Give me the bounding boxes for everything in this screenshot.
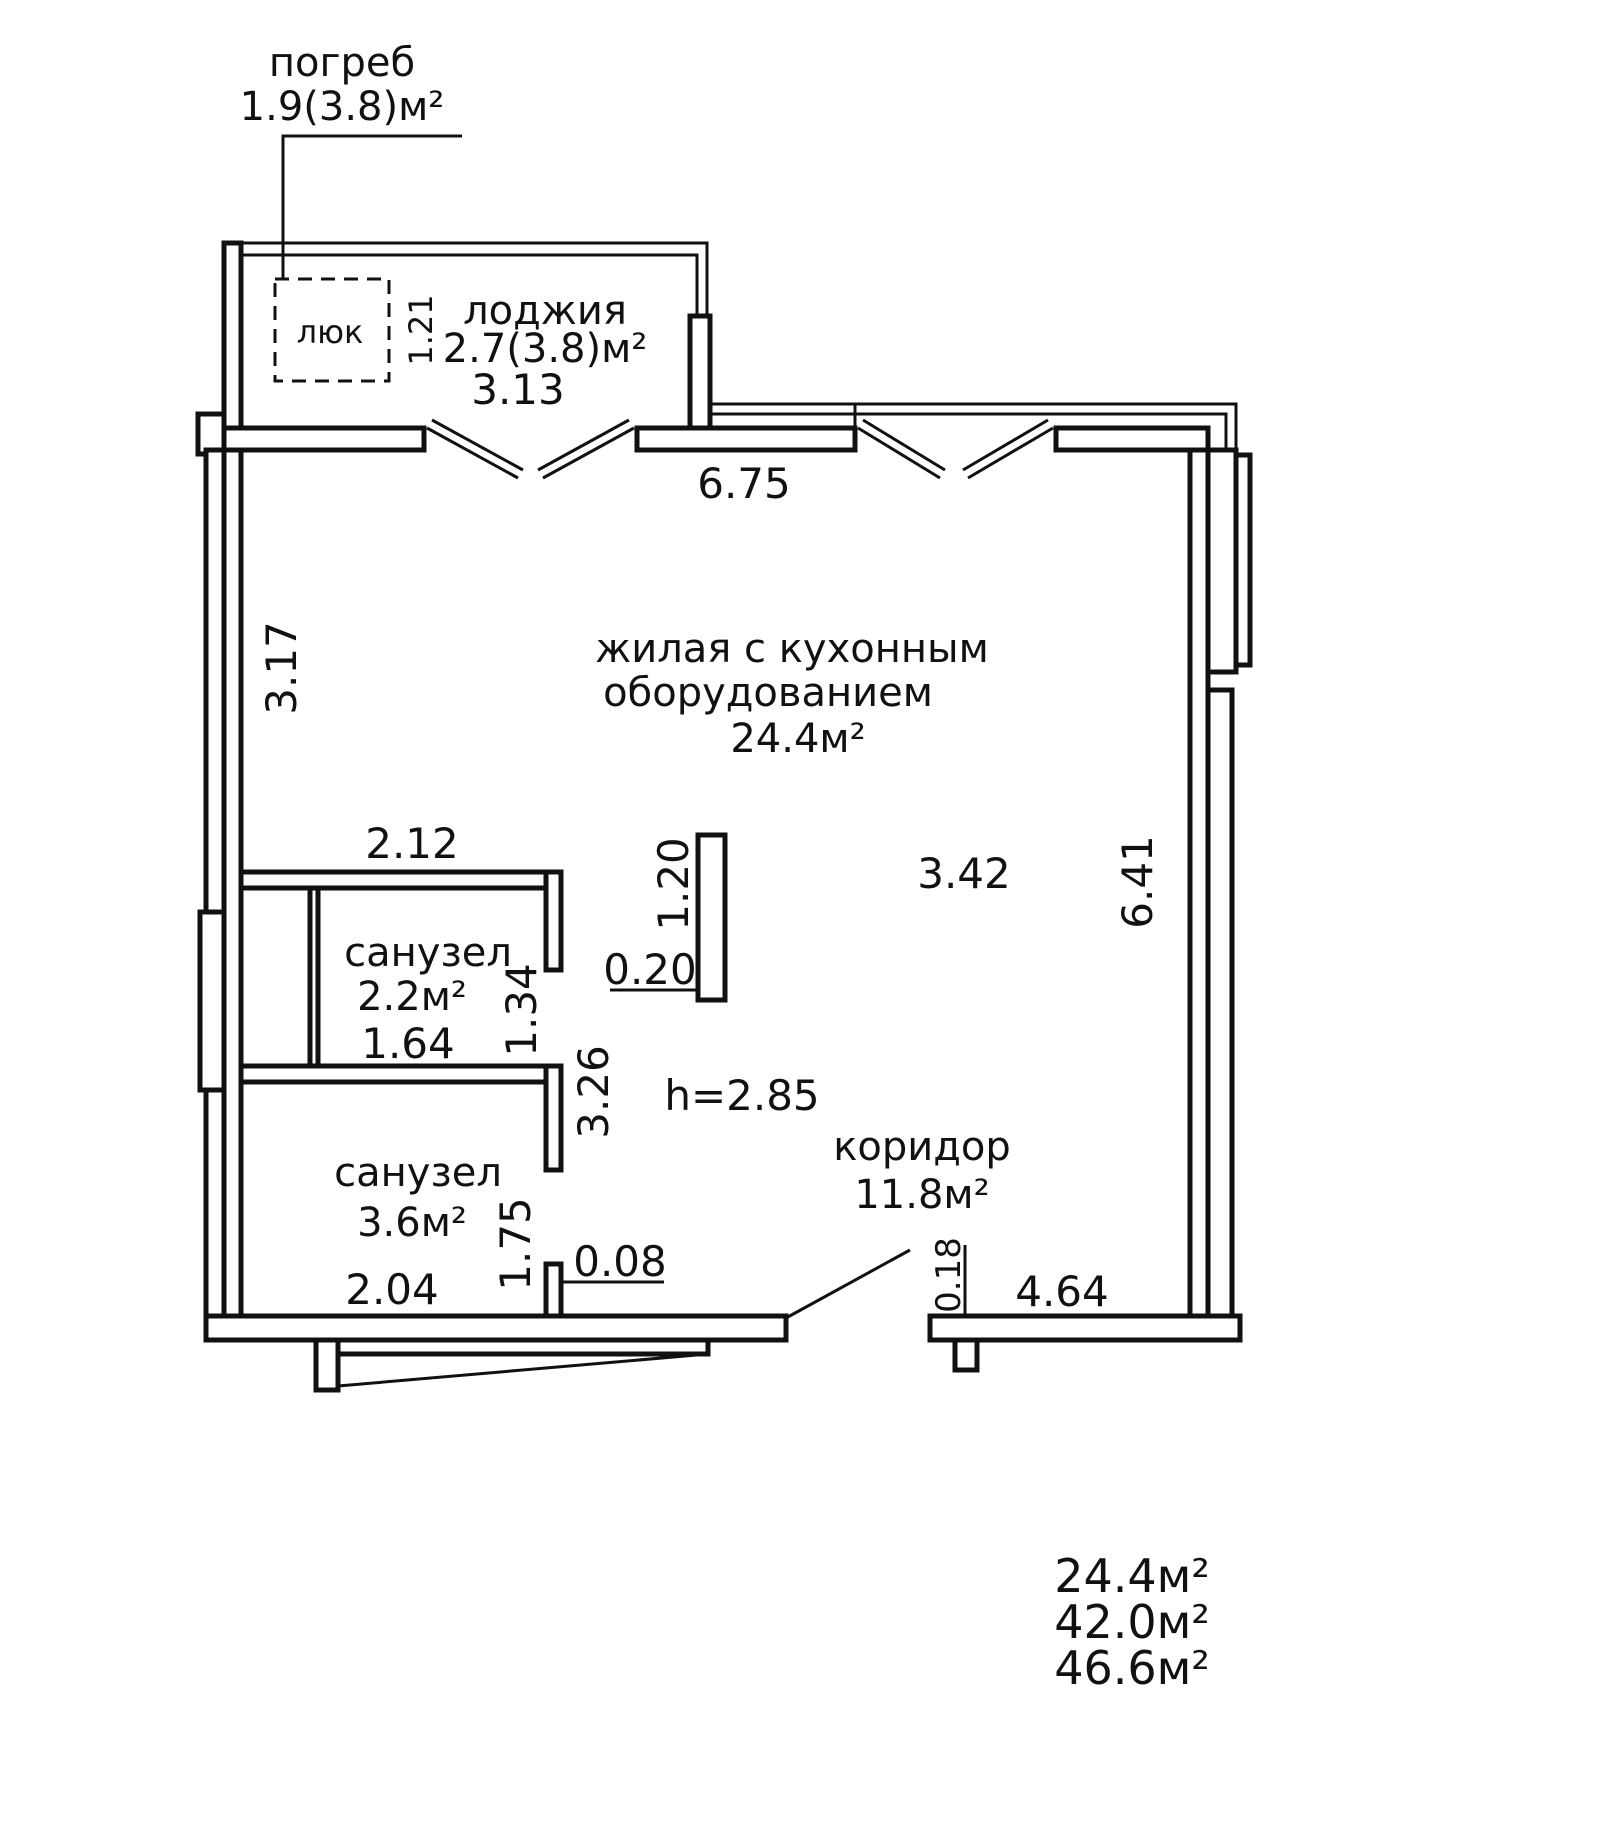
- bottom-outer-strip: [313, 1337, 711, 1357]
- bathroom-1-area: 2.2м²: [357, 974, 467, 1020]
- bathroom-1-inner-dim: 1.64: [361, 1019, 455, 1068]
- right-wall-window: [1233, 452, 1253, 668]
- total-area: 42.0м²: [1054, 1595, 1210, 1649]
- loggia-boundary: [222, 241, 709, 316]
- bathroom-2-door-jamb: [543, 1261, 564, 1319]
- pillar-height-dim: 1.20: [649, 837, 698, 931]
- living-name-line1: жилая с кухонным: [595, 626, 989, 672]
- bathroom-1-top-wall: [238, 869, 564, 891]
- bathroom-1-depth-dim: 1.34: [497, 963, 546, 1057]
- door-leaf: [857, 426, 941, 480]
- door-leaf: [962, 418, 1049, 472]
- top-wall-stub-left: [195, 411, 227, 457]
- door-leaf: [426, 426, 519, 480]
- right-height-dim: 6.41: [1113, 835, 1162, 929]
- corridor-area: 11.8м²: [854, 1172, 989, 1218]
- total-living-area: 24.4м²: [1054, 1549, 1210, 1603]
- living-name-line2: оборудованием: [603, 670, 933, 716]
- door-jamb-dim: 0.18: [929, 1237, 969, 1313]
- top-wall-middle: [634, 425, 858, 453]
- loggia-length-dim: 3.13: [471, 365, 565, 414]
- pillar: [695, 832, 728, 1003]
- left-wall: [221, 447, 244, 1331]
- cellar-area: 1.9(3.8)м²: [240, 84, 445, 130]
- bottom-wall-stub: [952, 1337, 980, 1373]
- loggia-partition-wall: [687, 313, 713, 431]
- pillar-width-dim: 0.20: [603, 945, 697, 994]
- total-area-with-loggia: 46.6м²: [1054, 1641, 1210, 1695]
- left-wall-window: [197, 909, 227, 1093]
- bottom-wall-left: [203, 1313, 789, 1343]
- wall-thickness-dim: 0.08: [573, 1237, 667, 1286]
- left-wall-outer: [203, 447, 227, 1331]
- loggia-name: лоджия: [463, 288, 627, 334]
- door-leaf: [862, 418, 946, 472]
- living-area: 24.4м²: [730, 716, 865, 762]
- bathroom-2-depth-dim: 1.75: [491, 1197, 540, 1291]
- right-wall-lower: [1205, 687, 1235, 1331]
- door-leaf: [431, 418, 524, 472]
- bath-block-dim: 3.26: [569, 1045, 618, 1139]
- right-wall: [1187, 447, 1211, 1331]
- bottom-wall-right: [927, 1313, 1243, 1343]
- center-width-dim: 3.42: [917, 849, 1011, 898]
- loggia-left-wall: [221, 240, 244, 431]
- top-wall-left: [195, 425, 427, 453]
- bathroom-dividing-wall: [238, 1063, 550, 1085]
- corridor-name: коридор: [833, 1124, 1011, 1170]
- ceiling-height: h=2.85: [664, 1071, 819, 1120]
- door-leaf: [967, 426, 1054, 480]
- loggia-depth-dim: 1.21: [402, 294, 440, 365]
- bathroom-1-partition: [307, 885, 321, 1069]
- right-wall-outer: [1205, 447, 1239, 675]
- left-upper-dim: 3.17: [257, 621, 306, 715]
- door-leaf: [542, 426, 635, 480]
- cellar-leader-line: [281, 134, 462, 280]
- hatch-outline: [273, 277, 391, 383]
- bathroom-1-width-dim: 2.12: [365, 819, 459, 868]
- bathroom-2-right-wall: [543, 1063, 564, 1173]
- top-wall-right: [1053, 425, 1211, 453]
- bathroom-2-area: 3.6м²: [357, 1200, 467, 1246]
- door-leaf: [537, 418, 630, 472]
- entry-width-dim: 4.64: [1015, 1267, 1109, 1316]
- bottom-outer-post: [313, 1337, 341, 1393]
- loggia-area: 2.7(3.8)м²: [443, 326, 648, 372]
- window-right-return: [1056, 402, 1238, 450]
- window-right-return: [1056, 412, 1228, 450]
- entry-door-leaf: [785, 1248, 911, 1320]
- bottom-slope-line: [337, 1352, 709, 1388]
- bathroom-2-name: санузел: [334, 1150, 502, 1196]
- bathroom-1-right-wall: [543, 869, 564, 973]
- bathroom-1-name: санузел: [344, 930, 512, 976]
- top-width-dim: 6.75: [697, 459, 791, 508]
- hatch-label: люк: [297, 313, 364, 351]
- bathroom-2-width-dim: 2.04: [345, 1265, 439, 1314]
- cellar-name: погреб: [269, 40, 415, 86]
- loggia-boundary-inner: [240, 253, 699, 316]
